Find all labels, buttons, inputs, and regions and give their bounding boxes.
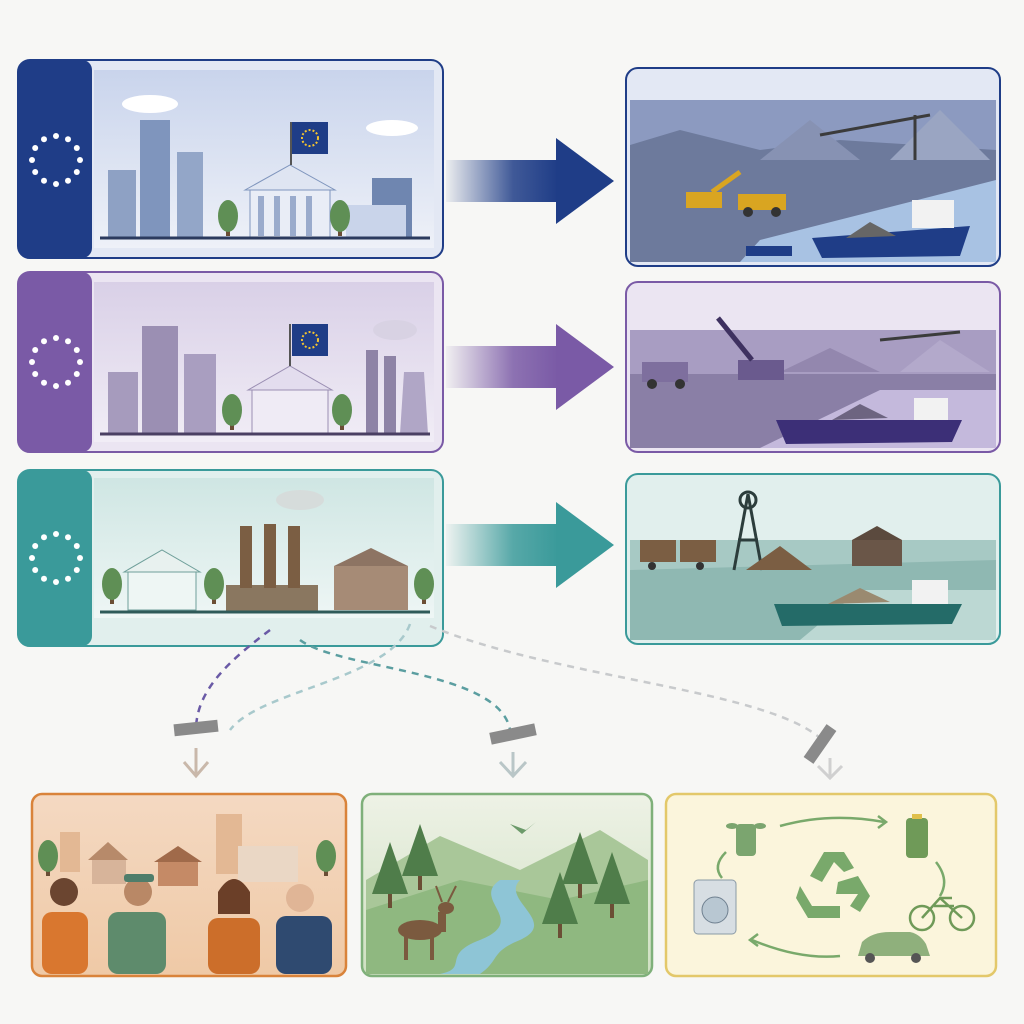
row-3-source-card [18, 470, 443, 646]
excavator-icon [686, 192, 722, 208]
cooling-tower-icon [400, 372, 428, 434]
dump-truck-icon [738, 194, 786, 210]
row-2-source-card [18, 272, 443, 452]
row-2-destination-card [626, 282, 1000, 452]
row-1-destination-card [626, 68, 1000, 266]
row-3-destination-card [626, 474, 1000, 644]
chimney-icon [366, 350, 378, 434]
coal-wagon-icon [640, 540, 676, 562]
cut-marker-nature [489, 723, 536, 776]
impact-circular-panel [666, 794, 996, 976]
cargo-ship-icon [776, 420, 962, 444]
eu-flag-icon [292, 122, 328, 154]
row-1-source-card [18, 60, 443, 258]
washing-machine-icon [694, 880, 736, 934]
impact-nature-panel [362, 794, 652, 976]
cut-marker-circular [804, 724, 842, 778]
cut-marker-social [173, 720, 218, 776]
crane-excavator-icon [738, 360, 784, 380]
dump-truck-icon [642, 362, 688, 382]
battery-icon [906, 814, 928, 858]
chimney-icon [240, 526, 252, 588]
eu-flag-icon [292, 324, 328, 356]
row-2-arrow [446, 324, 614, 410]
row-3-arrow [446, 502, 614, 588]
impact-social-panel [32, 794, 346, 976]
cargo-ship-icon [774, 604, 962, 626]
row-1-arrow [446, 138, 614, 224]
